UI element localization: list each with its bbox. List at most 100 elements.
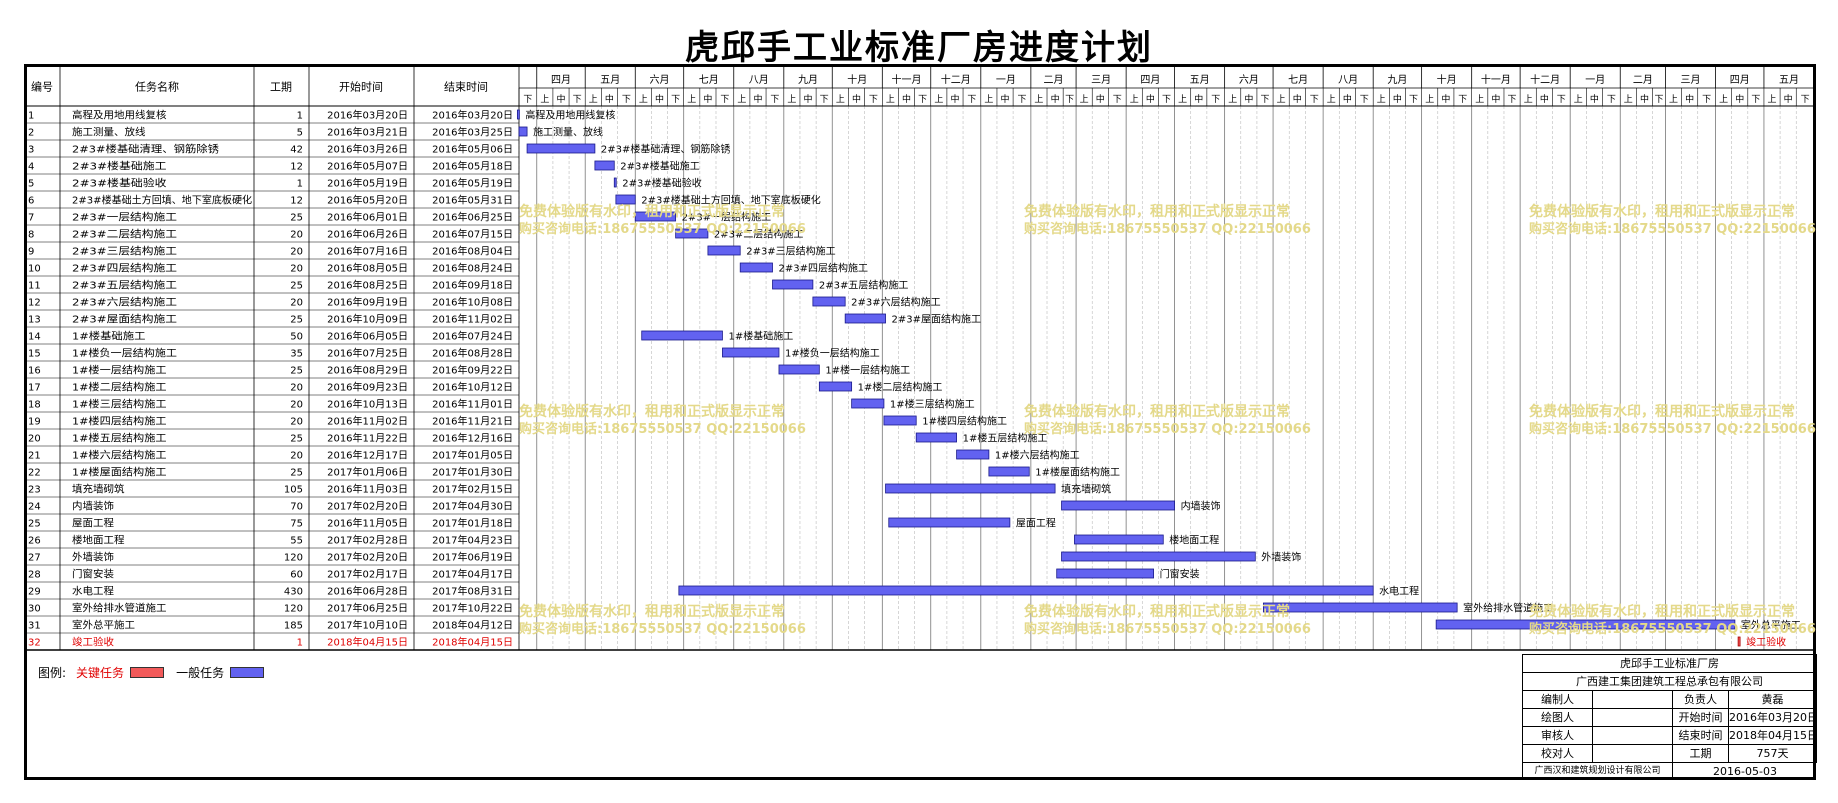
task-bar-label: 门窗安装 bbox=[1160, 568, 1200, 581]
task-id: 22 bbox=[28, 468, 41, 479]
task-duration: 1 bbox=[297, 638, 303, 649]
task-duration: 50 bbox=[290, 332, 303, 343]
dekad-label: 下 bbox=[1162, 95, 1171, 105]
task-bar-label: 2#3#六层结构施工 bbox=[851, 296, 940, 309]
dekad-label: 中 bbox=[1051, 93, 1060, 105]
task-bar-label: 1#楼五层结构施工 bbox=[963, 432, 1048, 445]
task-bar-label: 1#楼屋面结构施工 bbox=[1035, 466, 1120, 479]
task-duration: 20 bbox=[290, 451, 303, 462]
task-bar-label: 2#3#楼基础清理、钢筋除锈 bbox=[601, 143, 730, 156]
task-bar bbox=[851, 398, 885, 409]
task-name: 1#楼二层结构施工 bbox=[72, 381, 167, 394]
watermark-text: 购买咨询电话:18675550537 QQ:22150066 bbox=[1024, 621, 1311, 637]
task-name: 门窗安装 bbox=[72, 568, 114, 581]
dekad-label: 上 bbox=[687, 94, 696, 105]
task-start: 2016年05月20日 bbox=[327, 194, 408, 207]
title-block-date: 2016-05-03 bbox=[1713, 765, 1777, 778]
task-bar-label: 屋面工程 bbox=[1016, 518, 1056, 530]
task-name: 2#3#二层结构施工 bbox=[72, 228, 177, 241]
task-bar bbox=[1262, 602, 1458, 613]
task-bar bbox=[988, 466, 1030, 477]
task-id: 9 bbox=[28, 247, 34, 258]
task-name: 1#楼屋面结构施工 bbox=[72, 466, 167, 479]
dekad-label: 下 bbox=[622, 95, 631, 105]
header-end: 结束时间 bbox=[444, 81, 488, 94]
dekad-label: 下 bbox=[1017, 95, 1026, 105]
dekad-label: 上 bbox=[787, 94, 796, 105]
watermark-text: 购买咨询电话:18675550537 QQ:22150066 bbox=[1529, 421, 1816, 437]
task-id: 23 bbox=[28, 485, 41, 496]
task-bar bbox=[678, 585, 1374, 596]
dekad-label: 上 bbox=[1624, 94, 1633, 105]
title-block-designer: 广西汉和建筑规划设计有限公司 bbox=[1523, 763, 1673, 780]
task-bar-label: 2#3#二层结构施工 bbox=[714, 228, 803, 241]
month-label: 一月 bbox=[996, 74, 1016, 86]
task-bar bbox=[634, 211, 677, 222]
task-end: 2016年05月19日 bbox=[432, 177, 513, 190]
dekad-label: 中 bbox=[1096, 93, 1105, 105]
header-start: 开始时间 bbox=[339, 80, 383, 94]
task-duration: 1 bbox=[297, 179, 303, 190]
title-block: 虎邱手工业标准厂房 广西建工集团建筑工程总承包有限公司 编制人 负责人 黄磊 绘… bbox=[1522, 654, 1817, 780]
task-bar-label: 2#3#楼基础土方回填、地下室底板硬化 bbox=[641, 194, 820, 207]
task-duration: 25 bbox=[290, 281, 303, 292]
task-duration: 25 bbox=[290, 468, 303, 479]
month-label: 一月 bbox=[1585, 74, 1605, 86]
task-duration: 25 bbox=[290, 366, 303, 377]
task-duration: 25 bbox=[290, 213, 303, 224]
task-duration: 120 bbox=[284, 604, 303, 615]
task-start: 2017年10月10日 bbox=[327, 619, 408, 632]
task-end: 2017年04月23日 bbox=[432, 534, 513, 547]
title-block-value: 2018年04月15日 bbox=[1729, 727, 1817, 744]
dekad-label: 上 bbox=[540, 94, 549, 105]
month-label: 八月 bbox=[749, 74, 769, 86]
task-start: 2016年11月22日 bbox=[327, 432, 408, 445]
task-duration: 70 bbox=[290, 502, 303, 513]
dekad-label: 下 bbox=[671, 95, 680, 105]
watermark-text: 免费体验版有水印，租用和正式版显示正常 bbox=[1024, 203, 1290, 220]
task-id: 5 bbox=[28, 179, 34, 190]
dekad-label: 中 bbox=[902, 93, 911, 105]
task-start: 2016年12月17日 bbox=[327, 449, 408, 462]
task-duration: 20 bbox=[290, 247, 303, 258]
task-id: 20 bbox=[28, 434, 41, 445]
task-duration: 12 bbox=[290, 196, 303, 207]
dekad-label: 下 bbox=[1508, 95, 1517, 105]
task-bar bbox=[956, 449, 990, 460]
dekad-label: 中 bbox=[1640, 93, 1649, 105]
task-bar bbox=[885, 483, 1056, 494]
title-block-key: 编制人 bbox=[1523, 691, 1593, 708]
dekad-label: 中 bbox=[1491, 93, 1500, 105]
task-bar bbox=[778, 364, 820, 375]
task-start: 2016年03月21日 bbox=[327, 126, 408, 139]
month-label: 五月 bbox=[600, 74, 620, 86]
task-duration: 42 bbox=[290, 145, 303, 156]
task-end: 2017年10月22日 bbox=[432, 602, 513, 615]
task-bar bbox=[675, 228, 709, 239]
task-bar-label: 水电工程 bbox=[1379, 585, 1419, 598]
task-end: 2016年03月20日 bbox=[432, 109, 513, 122]
task-bar-label: 1#楼负一层结构施工 bbox=[785, 347, 880, 360]
task-id: 13 bbox=[28, 315, 41, 326]
dekad-label: 中 bbox=[1441, 93, 1450, 105]
month-label: 四月 bbox=[1140, 74, 1160, 86]
watermark-text: 购买咨询电话:18675550537 QQ:22150066 bbox=[1024, 421, 1311, 437]
task-duration: 12 bbox=[290, 162, 303, 173]
month-label: 七月 bbox=[699, 74, 719, 86]
task-name: 1#楼一层结构施工 bbox=[72, 364, 167, 377]
watermark-text: 购买咨询电话:18675550537 QQ:22150066 bbox=[519, 221, 806, 237]
task-id: 17 bbox=[28, 383, 41, 394]
task-name: 2#3#屋面结构施工 bbox=[72, 313, 177, 326]
task-bar-label: 内墙装饰 bbox=[1181, 500, 1221, 513]
task-duration: 20 bbox=[290, 383, 303, 394]
dekad-label: 下 bbox=[1751, 95, 1760, 105]
month-label: 十月 bbox=[1437, 73, 1457, 86]
task-duration: 105 bbox=[284, 485, 303, 496]
task-bar bbox=[641, 330, 723, 341]
task-duration: 20 bbox=[290, 230, 303, 241]
task-end: 2016年12月16日 bbox=[432, 432, 513, 445]
task-name: 填充墙砌筑 bbox=[72, 483, 125, 496]
task-start: 2016年06月01日 bbox=[327, 211, 408, 224]
dekad-label: 中 bbox=[1590, 93, 1599, 105]
task-bar-label: 外墙装饰 bbox=[1261, 551, 1301, 564]
